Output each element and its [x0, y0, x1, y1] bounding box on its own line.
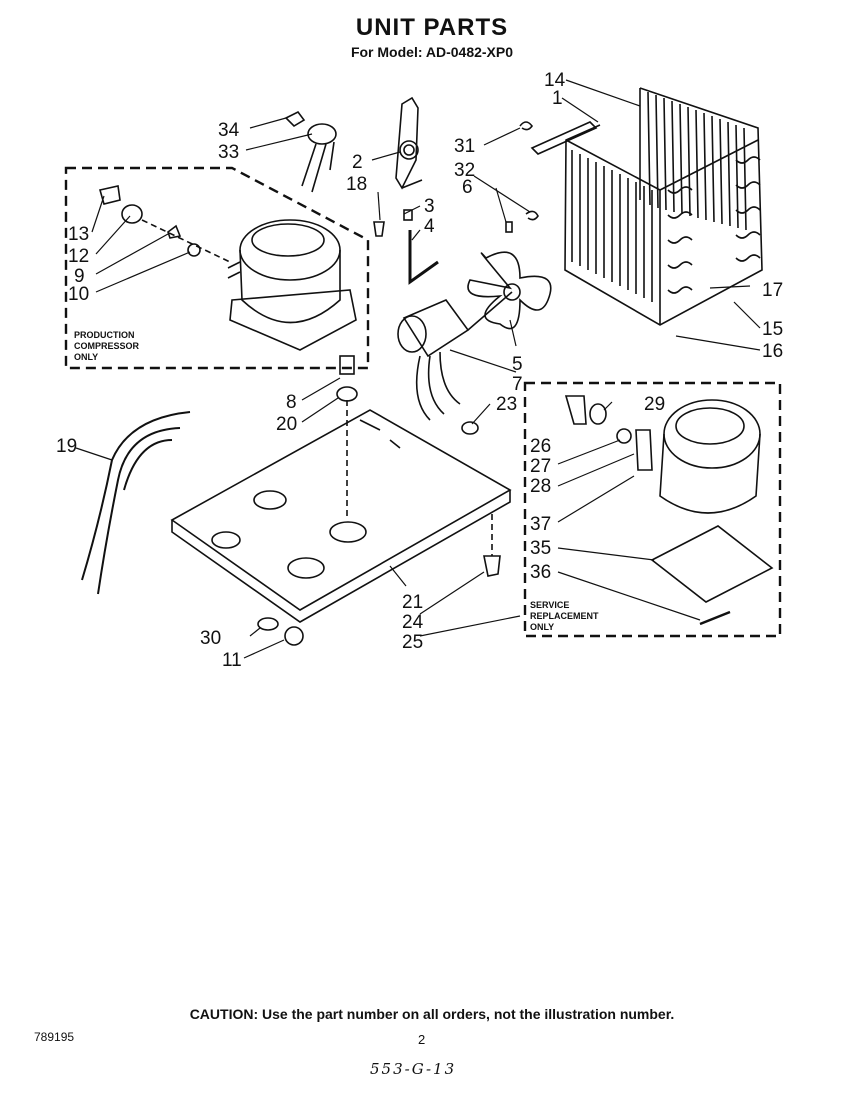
callout-17: 17 — [762, 280, 783, 301]
callout-27: 27 — [530, 456, 551, 477]
cover-26 — [564, 395, 587, 425]
clip-9 — [167, 224, 182, 239]
callout-34: 34 — [218, 120, 240, 141]
callout-19: 19 — [56, 436, 77, 457]
bracket-28 — [635, 429, 653, 471]
clip-32 — [525, 210, 539, 221]
callout-11: 11 — [222, 650, 242, 671]
callout-31: 31 — [454, 136, 475, 157]
bracket-13 — [98, 185, 121, 205]
service-label-line: ONLY — [530, 622, 555, 632]
mount-20 — [336, 386, 358, 402]
page-title: UNIT PARTS — [355, 14, 509, 41]
spring-clip-assembly — [395, 96, 439, 285]
grommet-23 — [461, 421, 479, 435]
callout-37: 37 — [530, 514, 551, 535]
overload-10 — [187, 243, 201, 257]
callout-18: 18 — [346, 174, 367, 195]
callout-16: 16 — [762, 341, 783, 362]
callout-24: 24 — [402, 612, 424, 633]
fan-blade — [467, 251, 552, 330]
callout-20: 20 — [276, 414, 297, 435]
service-label-line: SERVICE — [530, 600, 570, 610]
service-replacement-label: SERVICE REPLACEMENT ONLY — [530, 600, 599, 633]
nut-11 — [284, 626, 304, 646]
wire-harness — [81, 411, 191, 595]
screw-3 — [403, 209, 413, 221]
service-label-line: REPLACEMENT — [530, 611, 599, 621]
callout-36: 36 — [530, 562, 551, 583]
callout-10: 10 — [68, 284, 89, 305]
callout-35: 35 — [530, 538, 551, 559]
screw-6 — [505, 221, 513, 233]
callout-9: 9 — [74, 266, 85, 287]
callout-23: 23 — [496, 394, 517, 415]
spacer-30 — [257, 617, 279, 631]
wire-36 — [699, 610, 731, 626]
relay-27 — [616, 428, 632, 444]
callout-29: 29 — [644, 394, 665, 415]
callout-6: 6 — [462, 177, 473, 198]
base-pan — [170, 409, 512, 623]
caution-note: CAUTION: Use the part number on all orde… — [189, 1006, 675, 1022]
callout-2: 2 — [352, 152, 363, 173]
callout-28: 28 — [530, 476, 551, 497]
document-number: 789195 — [34, 1030, 75, 1044]
screw-18 — [373, 221, 385, 237]
callout-5: 5 — [512, 354, 523, 375]
callout-14: 14 — [544, 70, 566, 91]
production-label-line: ONLY — [74, 352, 99, 362]
production-compressor — [227, 219, 357, 351]
terminal-cover-12 — [121, 204, 143, 224]
callout-30: 30 — [200, 628, 221, 649]
overload-29 — [589, 403, 607, 425]
callout-15: 15 — [762, 319, 783, 340]
model-line: For Model: AD-0482-XP0 — [350, 44, 514, 60]
production-compressor-label: PRODUCTION COMPRESSOR ONLY — [74, 330, 139, 363]
callout-25: 25 — [402, 632, 423, 653]
service-replacement-box — [523, 381, 782, 638]
page-number: 2 — [418, 1032, 426, 1047]
callout-26: 26 — [530, 436, 551, 457]
fan-motor — [397, 291, 513, 421]
production-label-line: COMPRESSOR — [74, 341, 140, 351]
production-label-line: PRODUCTION — [74, 330, 135, 340]
callout-1: 1 — [552, 88, 563, 109]
overload-protector — [284, 110, 337, 193]
clip-31 — [519, 121, 533, 131]
foot-24 — [483, 555, 501, 577]
callout-4: 4 — [424, 216, 435, 237]
service-compressor — [659, 399, 761, 514]
callout-12: 12 — [68, 246, 89, 267]
condenser-coil — [564, 87, 763, 326]
exploded-parts-diagram: 14 1 31 32 6 3 4 2 18 34 33 13 12 9 10 1… — [56, 70, 783, 671]
discharge-tube — [530, 121, 598, 155]
handwritten-note: 553-G-13 — [370, 1060, 457, 1078]
callout-3: 3 — [424, 196, 435, 217]
callout-13: 13 — [68, 224, 89, 245]
callout-21: 21 — [402, 592, 423, 613]
base-plate-35 — [650, 525, 774, 603]
callout-32: 32 — [454, 160, 475, 181]
callout-7: 7 — [512, 374, 523, 395]
callout-33: 33 — [218, 142, 239, 163]
callout-8: 8 — [286, 392, 297, 413]
grommet-8 — [339, 355, 355, 375]
